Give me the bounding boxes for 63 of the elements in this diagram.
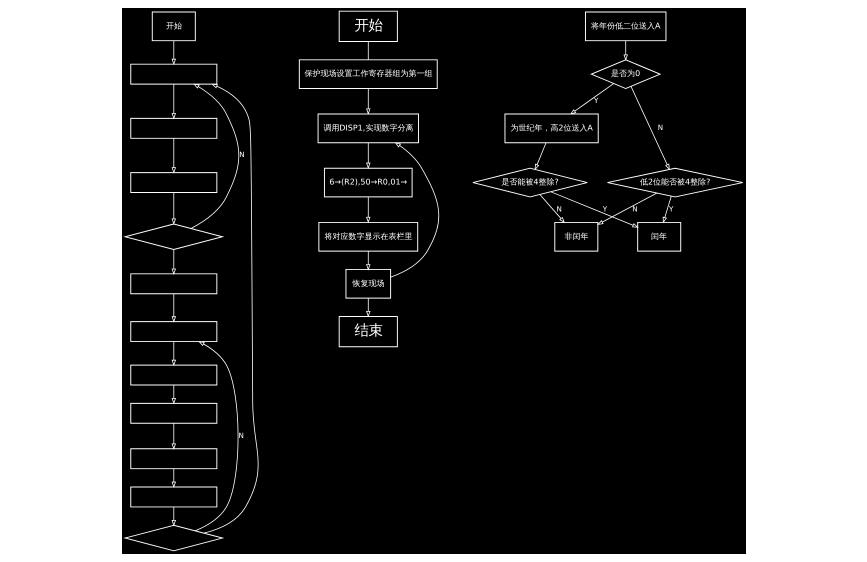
node-box: 闰年 xyxy=(636,222,681,252)
arrow xyxy=(171,192,176,225)
connector xyxy=(367,41,368,60)
arrow xyxy=(171,84,176,120)
node-box xyxy=(130,273,217,294)
node-box: 非闰年 xyxy=(554,222,598,252)
node-diamond: 低2位能否被4整除? xyxy=(606,168,743,198)
node-box: 结束 xyxy=(338,316,398,348)
arrow xyxy=(171,294,176,323)
node-box xyxy=(130,448,217,470)
arrow xyxy=(171,384,176,404)
arrow xyxy=(596,192,657,225)
node-box xyxy=(130,402,217,424)
arrow xyxy=(366,196,370,224)
arrow xyxy=(569,83,614,115)
node-box xyxy=(130,118,217,139)
arrow xyxy=(171,468,176,488)
arrow xyxy=(366,250,370,271)
node-diamond: 是否能被4整除? xyxy=(472,168,588,198)
arrow xyxy=(203,84,258,534)
arrow xyxy=(390,142,439,278)
arrow xyxy=(366,88,370,115)
arrow xyxy=(366,298,370,318)
node-diamond xyxy=(122,524,224,552)
edge-label: Y xyxy=(668,204,673,214)
arrow xyxy=(171,40,176,66)
arrow xyxy=(171,341,176,366)
arrow xyxy=(662,196,672,224)
node-box: 开始 xyxy=(338,10,398,42)
arrow xyxy=(190,84,239,229)
edge-label: N xyxy=(632,204,638,214)
arrow xyxy=(194,341,238,532)
node-box: 调用DISP1,实现数字分离 xyxy=(317,114,418,144)
edge-label: Y xyxy=(594,96,598,106)
arrow xyxy=(630,86,670,170)
arrow xyxy=(171,423,176,450)
arrow xyxy=(171,138,176,174)
node-box: 为世纪年，高2位送入A xyxy=(504,114,598,144)
node-box xyxy=(130,321,217,342)
edge-label: Y xyxy=(602,204,607,214)
edge-label: N xyxy=(657,123,663,132)
arrow xyxy=(171,506,176,526)
node-diamond xyxy=(122,224,224,250)
edge-label: N xyxy=(556,204,562,214)
arrow xyxy=(534,142,546,170)
arrow xyxy=(366,142,370,170)
node-box: 将年份低二位送入A xyxy=(584,12,666,42)
node-box: 将对应数字显示在表栏里 xyxy=(318,222,418,252)
edge-label: N xyxy=(238,150,244,160)
arrow xyxy=(538,194,565,224)
arrow xyxy=(171,249,176,276)
node-box: 保护现场设置工作寄存器组为第一组 xyxy=(298,59,438,89)
arrow xyxy=(550,191,638,228)
node-diamond: 是否为0 xyxy=(590,59,661,90)
node-box xyxy=(130,64,217,85)
node-box xyxy=(130,364,217,386)
node-box: 开始 xyxy=(151,12,196,42)
node-box: 6→(R2),50→R0,01→ xyxy=(323,168,412,198)
edge-label: N xyxy=(238,430,244,440)
node-box xyxy=(130,486,217,508)
node-box xyxy=(130,172,217,193)
node-box: 恢复现场 xyxy=(344,268,391,299)
arrow xyxy=(622,40,628,61)
